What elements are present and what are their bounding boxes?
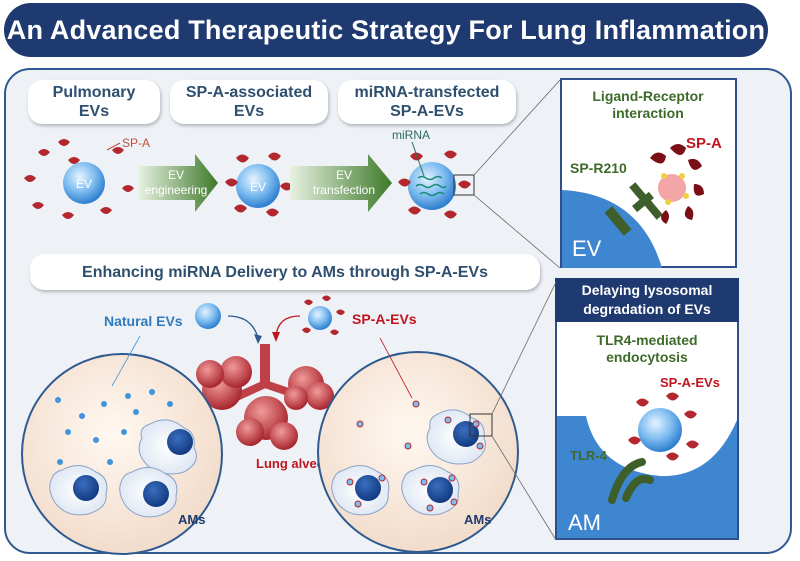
- lysosome-header-line1: Delaying lysosomal: [581, 282, 713, 298]
- natural-ev-icon: [195, 303, 221, 329]
- stage-pulmonary-evs-label: Pulmonary EVs: [52, 84, 136, 120]
- arrow1-line2: engineering: [145, 183, 208, 197]
- tlr4-receptor: [608, 458, 654, 504]
- stage-sp-a-associated-evs: SP-A-associated EVs: [170, 80, 328, 124]
- ev-transfection-arrow: EV transfection: [290, 154, 392, 212]
- sp-a-ev-icon: [302, 295, 345, 335]
- stage-pulmonary-evs: Pulmonary EVs: [28, 80, 160, 124]
- sp-a-complex: [650, 144, 704, 224]
- mirna-label: miRNA: [392, 128, 430, 142]
- svg-text:EV: EV: [250, 180, 266, 194]
- zoom-box-top: [453, 174, 475, 196]
- lysosome-header: Delaying lysosomal degradation of EVs: [555, 278, 739, 322]
- ligand-title-line1: Ligand-Receptor: [592, 88, 704, 104]
- ligand-sp-a-label: SP-A: [686, 135, 722, 152]
- page-title: An Advanced Therapeutic Strategy For Lun…: [6, 14, 766, 45]
- stage-mirna-transfected: miRNA-transfected SP-A-EVs: [338, 80, 516, 124]
- lung-alveoli-label: Lung alveoli: [256, 456, 332, 471]
- lung-alveoli-illustration: [196, 344, 334, 450]
- ev-label: EV: [76, 177, 92, 191]
- sp-r210-label: SP-R210: [570, 160, 627, 176]
- pulmonary-ev: EV: [63, 162, 105, 204]
- lysosome-sp-a-ev: [628, 392, 699, 461]
- mirna-transfected-ev: [398, 150, 471, 219]
- stage-mirna-transfected-label: miRNA-transfected SP-A-EVs: [354, 84, 500, 120]
- left-alveolus-circle: [21, 353, 223, 555]
- delivery-heading-pill: Enhancing miRNA Delivery to AMs through …: [30, 254, 540, 290]
- sp-a-particles-left: [24, 139, 134, 219]
- ams-left-label: AMs: [178, 512, 205, 527]
- arrow2-line1: EV: [336, 168, 352, 182]
- ev-engineering-arrow: EV engineering: [138, 154, 218, 212]
- ev-membrane: [562, 190, 662, 268]
- tlr4-label: TLR-4: [570, 448, 608, 463]
- title-banner: An Advanced Therapeutic Strategy For Lun…: [4, 3, 768, 57]
- ligand-title-line2: interaction: [612, 105, 684, 121]
- arrow2-line2: transfection: [313, 183, 375, 197]
- zoom-box-bottom: [469, 413, 493, 437]
- natural-evs-label: Natural EVs: [104, 313, 183, 329]
- sp-a-label: SP-A: [122, 136, 150, 150]
- stage-sp-a-associated-evs-label: SP-A-associated EVs: [185, 84, 313, 120]
- ams-right-label: AMs: [464, 512, 491, 527]
- lysosome-sp-a-evs-label: SP-A-EVs: [660, 375, 720, 390]
- right-alveolus-circle: [317, 351, 519, 553]
- am-label: AM: [568, 510, 601, 535]
- sp-a-associated-ev: EV: [225, 152, 293, 217]
- delivery-heading: Enhancing miRNA Delivery to AMs through …: [82, 263, 488, 281]
- sp-a-evs-label: SP-A-EVs: [352, 311, 417, 327]
- arrow1-line1: EV: [168, 168, 184, 182]
- ligand-ev-label: EV: [572, 236, 602, 261]
- sp-r210-receptor: [604, 182, 663, 236]
- lysosome-header-line2: degradation of EVs: [583, 301, 711, 317]
- tlr4-title-line1: TLR4-mediated: [596, 332, 697, 348]
- tlr4-title-line2: endocytosis: [606, 349, 688, 365]
